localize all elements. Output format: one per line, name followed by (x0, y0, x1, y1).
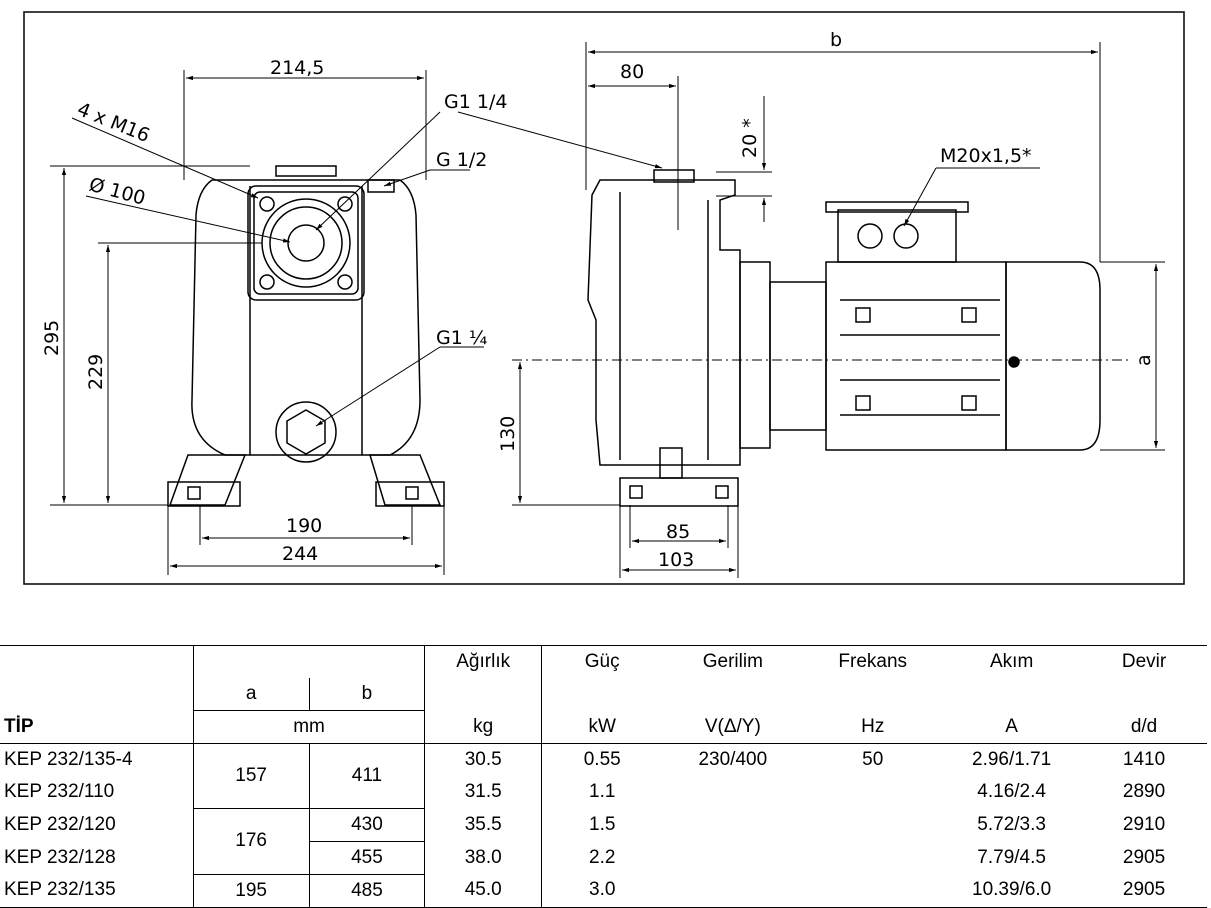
motor-end-cap (1005, 261, 1101, 451)
dim-motor-height-a: a (1133, 354, 1155, 366)
inlet-flange (247, 185, 365, 301)
dim-foot-inner: 85 (666, 521, 690, 543)
dim-foot-bolt-spacing: 190 (286, 515, 322, 537)
header-dim-unit: mm (192, 710, 425, 744)
cell-a: 195 (192, 874, 310, 908)
cell-tip: KEP 232/110 (4, 781, 115, 802)
header-voltage: Gerilim (662, 645, 804, 678)
cell-power: 2.2 (541, 841, 663, 874)
pump-casing (191, 179, 421, 456)
header-frequency-unit: Hz (803, 710, 943, 744)
drain-plug (275, 401, 337, 463)
cell-weight: 30.5 (424, 743, 542, 776)
cell-b: 455 (308, 841, 425, 875)
side-pump-body (587, 179, 741, 466)
cell-b: 411 (308, 743, 425, 809)
cell-current: 7.79/4.5 (977, 846, 1046, 868)
flange-circle (261, 198, 351, 288)
label-port-top: G1 1/4 (444, 91, 507, 113)
cell-frequency: 50 (862, 749, 884, 770)
side-view (587, 169, 1101, 507)
table-row: KEP 232/128 455 38.0 2.2 7.79/4.5 2905 (0, 841, 1207, 875)
cell-weight: 31.5 (424, 776, 542, 808)
cell-current: 10.39/6.0 (942, 874, 1082, 908)
cell-tip: KEP 232/120 (4, 813, 116, 835)
cell-tip: KEP 232/135-4 (4, 749, 133, 770)
header-weight: Ağırlık (424, 645, 542, 678)
technical-drawing: 214,5 4 x M16 Ø 100 G1 1/4 G 1/2 G1 ¼ 29… (23, 11, 1185, 585)
table-row: KEP 232/120 176 430 35.5 1.5 5.72/3.3 29… (0, 808, 1207, 875)
header-weight-unit: kg (424, 710, 542, 744)
front-foot-right (375, 481, 445, 507)
terminal-box (837, 209, 957, 263)
label-port-side: G 1/2 (436, 149, 487, 171)
dim-height-total: 295 (41, 320, 63, 356)
motor-fins (825, 261, 1007, 451)
header-power-unit: kW (541, 710, 663, 744)
label-flange-diameter: Ø 100 (87, 174, 148, 210)
cell-tip: KEP 232/135 (0, 874, 194, 908)
label-port-bottom: G1 ¼ (436, 327, 487, 349)
cell-a: 157 (192, 743, 310, 809)
cell-a: 176 (192, 808, 310, 875)
dim-base-width: 244 (282, 543, 318, 565)
cell-b: 430 (308, 808, 425, 842)
header-tip: TİP (0, 710, 194, 744)
label-bolts: 4 x M16 (74, 98, 153, 147)
cell-speed: 2910 (1122, 813, 1166, 835)
label-cable-gland: M20x1,5* (940, 145, 1032, 167)
header-voltage-unit: V(Δ/Y) (662, 710, 804, 744)
cell-power: 0.55 (541, 743, 663, 776)
cell-power: 3.0 (541, 874, 663, 908)
header-speed-unit: d/d (1081, 710, 1207, 744)
cell-speed: 2905 (1122, 846, 1166, 868)
dim-clearance: 20 * (739, 118, 761, 158)
header-frequency: Frekans (803, 645, 943, 678)
header-current: Akım (942, 645, 1082, 678)
drawing-frame (23, 11, 1185, 585)
cell-current: 5.72/3.3 (977, 813, 1046, 835)
header-dim-a: a (192, 678, 310, 711)
spec-table: Ağırlık Güç Gerilim Frekans Akım Devir a… (0, 645, 1207, 908)
cell-weight: 35.5 (424, 808, 542, 841)
front-foot-left (167, 481, 241, 507)
cell-power: 1.5 (541, 808, 663, 841)
dim-height-outlet: 229 (85, 354, 107, 390)
header-power: Güç (541, 645, 663, 678)
cell-weight: 45.0 (424, 874, 542, 908)
cell-speed: 1410 (1122, 749, 1166, 770)
dim-port-offset: 80 (620, 61, 644, 83)
cell-b: 485 (308, 874, 425, 908)
table-row: KEP 232/135-4 157 411 30.5 0.55 230/400 … (0, 743, 1207, 809)
cell-current: 4.16/2.4 (977, 781, 1046, 802)
cell-voltage: 230/400 (698, 749, 768, 770)
dim-length-b: b (830, 29, 842, 51)
header-speed: Devir (1081, 645, 1207, 678)
dim-foot-outer: 103 (658, 549, 694, 571)
front-view (167, 165, 445, 507)
cell-speed: 2890 (1122, 781, 1166, 802)
header-dim-b: b (308, 678, 425, 711)
header-current-unit: A (942, 710, 1082, 744)
table-row: KEP 232/135 195 485 45.0 3.0 10.39/6.0 2… (0, 874, 1207, 908)
dim-width-top: 214,5 (270, 57, 324, 79)
cell-current: 2.96/1.71 (972, 749, 1052, 770)
table-row: KEP 232/110 31.5 1.1 4.16/2.4 2890 (0, 776, 1207, 808)
cell-speed: 2905 (1081, 874, 1207, 908)
cell-weight: 38.0 (424, 841, 542, 874)
cell-tip: KEP 232/128 (4, 846, 116, 868)
cell-power: 1.1 (541, 776, 663, 808)
dim-shaft-height: 130 (497, 416, 519, 452)
